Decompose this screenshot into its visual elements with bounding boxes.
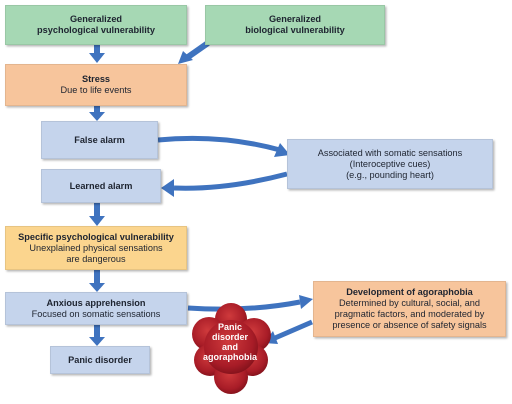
anxious-title: Anxious apprehension bbox=[46, 297, 146, 308]
arrow-gen-psych-to-stress bbox=[89, 44, 105, 63]
gen-bio-line1: Generalized bbox=[268, 14, 322, 24]
agoraphobia-line3: pragmatic factors, and moderated by bbox=[334, 309, 485, 319]
stress-subtitle: Due to life events bbox=[60, 85, 132, 95]
panic-agoraphobia-blob bbox=[192, 303, 271, 394]
blob-line4: agoraphobia bbox=[202, 352, 257, 362]
panic-agoraphobia-label: Panic disorder and agoraphobia bbox=[196, 322, 264, 362]
gen-psych-line1: Generalized bbox=[69, 14, 123, 24]
box-specific-psychological-vulnerability: Specific psychological vulnerability Une… bbox=[5, 226, 187, 270]
box-stress: Stress Due to life events bbox=[5, 64, 187, 106]
box-development-of-agoraphobia: Development of agoraphobia Determined by… bbox=[313, 281, 506, 337]
box-generalized-psychological-vulnerability: Generalized psychological vulnerability bbox=[5, 5, 187, 45]
somatic-line1: Associated with somatic sensations bbox=[317, 147, 463, 158]
blob-line2: disorder bbox=[211, 332, 248, 342]
box-false-alarm: False alarm bbox=[41, 121, 158, 159]
arrow-learned-to-specific bbox=[89, 203, 105, 226]
panic-disorder-title: Panic disorder bbox=[68, 354, 132, 365]
box-learned-alarm: Learned alarm bbox=[41, 169, 161, 203]
somatic-line3: (e.g., pounding heart) bbox=[346, 169, 434, 180]
box-generalized-biological-vulnerability: Generalized biological vulnerability bbox=[205, 5, 385, 45]
blob-line1: Panic bbox=[217, 322, 242, 332]
agoraphobia-line2: Determined by cultural, social, and bbox=[339, 298, 480, 308]
box-panic-disorder: Panic disorder bbox=[50, 346, 150, 374]
arrow-anxious-to-panic bbox=[89, 324, 105, 346]
box-associated-somatic-sensations: Associated with somatic sensations (Inte… bbox=[287, 139, 493, 189]
arrow-anxious-to-agoraphobia bbox=[187, 295, 313, 312]
arrow-agoraphobia-to-blob bbox=[264, 319, 313, 344]
specific-psych-line2: Unexplained physical sensations bbox=[29, 242, 163, 253]
blob-line3: and bbox=[221, 342, 238, 352]
false-alarm-title: False alarm bbox=[74, 134, 125, 145]
learned-alarm-title: Learned alarm bbox=[69, 180, 133, 191]
arrow-specific-to-anxious bbox=[89, 270, 105, 292]
arrow-gen-bio-to-stress bbox=[178, 40, 210, 64]
agoraphobia-title: Development of agoraphobia bbox=[346, 287, 473, 297]
somatic-line2: (Interoceptive cues) bbox=[349, 158, 431, 169]
gen-psych-line2: psychological vulnerability bbox=[37, 25, 155, 35]
arrow-stress-to-false-alarm bbox=[89, 106, 105, 121]
stress-title: Stress bbox=[81, 74, 111, 84]
anxious-subtitle: Focused on somatic sensations bbox=[31, 308, 161, 319]
arrow-false-alarm-to-somatic bbox=[157, 135, 290, 157]
agoraphobia-line4: presence or absence of safety signals bbox=[332, 320, 487, 330]
box-anxious-apprehension: Anxious apprehension Focused on somatic … bbox=[5, 292, 187, 325]
arrow-somatic-to-learned-alarm bbox=[161, 171, 288, 197]
flow-arrows bbox=[89, 40, 210, 346]
specific-psych-title: Specific psychological vulnerability bbox=[18, 231, 174, 242]
gen-bio-line2: biological vulnerability bbox=[245, 25, 345, 35]
specific-psych-line3: are dangerous bbox=[66, 253, 126, 264]
